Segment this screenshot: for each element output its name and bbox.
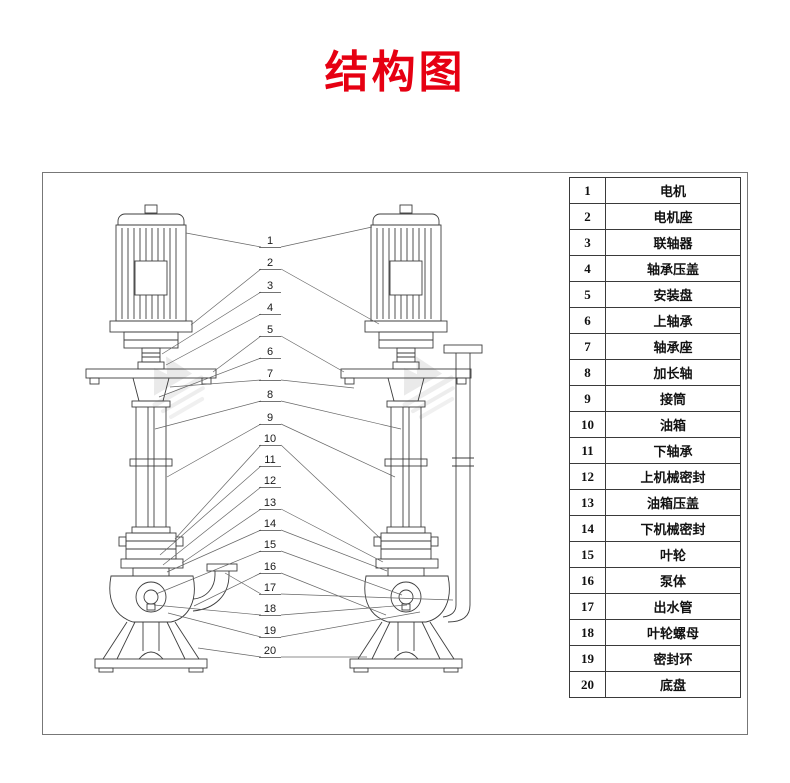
left-pump-drawing [85,204,238,673]
right-pump-drawing [340,204,483,673]
part-number-cell: 17 [569,593,606,620]
part-number-cell: 1 [569,177,606,204]
callout-number: 4 [267,302,273,314]
part-name-cell: 安装盘 [605,281,741,308]
part-number-cell: 16 [569,567,606,594]
part-name-cell: 上机械密封 [605,463,741,490]
watermark-logo [152,356,205,419]
part-name-cell: 轴承压盖 [605,255,741,282]
callout-number: 15 [264,539,276,551]
callout-number: 16 [264,561,276,573]
callout-number: 20 [264,645,276,657]
callout-number: 1 [267,235,273,247]
callout-number: 3 [267,280,273,292]
callout-number: 13 [264,497,276,509]
part-name-cell: 油箱 [605,411,741,438]
leader-lines [153,226,454,658]
part-number-cell: 14 [569,515,606,542]
part-number-cell: 15 [569,541,606,568]
part-name-cell: 泵体 [605,567,741,594]
part-name-cell: 接筒 [605,385,741,412]
part-name-cell: 加长轴 [605,359,741,386]
callout-number: 7 [267,368,273,380]
part-number-cell: 19 [569,645,606,672]
part-name-cell: 电机座 [605,203,741,230]
part-number-cell: 11 [569,437,606,464]
callout-number: 19 [264,625,276,637]
part-name-cell: 电机 [605,177,741,204]
callout-number: 9 [267,412,273,424]
part-number-cell: 7 [569,333,606,360]
part-name-cell: 下机械密封 [605,515,741,542]
part-name-cell: 下轴承 [605,437,741,464]
part-name-cell: 叶轮 [605,541,741,568]
part-number-cell: 10 [569,411,606,438]
part-name-cell: 油箱压盖 [605,489,741,516]
part-name-cell: 密封环 [605,645,741,672]
part-number-cell: 9 [569,385,606,412]
part-name-cell: 上轴承 [605,307,741,334]
part-number-cell: 8 [569,359,606,386]
part-number-cell: 12 [569,463,606,490]
part-number-cell: 4 [569,255,606,282]
callout-number: 11 [264,454,275,466]
callout-number: 2 [267,257,273,269]
part-name-cell: 叶轮螺母 [605,619,741,646]
callout-number: 12 [264,475,276,487]
callout-number: 6 [267,346,273,358]
watermark-logo [402,356,455,419]
callout-number: 17 [264,582,276,594]
page-title: 结构图 [324,48,466,97]
part-number-cell: 6 [569,307,606,334]
part-number-cell: 20 [569,671,606,698]
part-number-cell: 18 [569,619,606,646]
part-name-cell: 联轴器 [605,229,741,256]
part-number-cell: 2 [569,203,606,230]
part-name-cell: 底盘 [605,671,741,698]
callout-number: 8 [267,389,273,401]
part-number-cell: 3 [569,229,606,256]
callout-number: 10 [264,433,276,445]
part-name-cell: 轴承座 [605,333,741,360]
callout-number: 14 [264,518,276,530]
part-number-cell: 13 [569,489,606,516]
part-number-cell: 5 [569,281,606,308]
callout-number: 5 [267,324,273,336]
part-name-cell: 出水管 [605,593,741,620]
callout-number: 18 [264,603,276,615]
